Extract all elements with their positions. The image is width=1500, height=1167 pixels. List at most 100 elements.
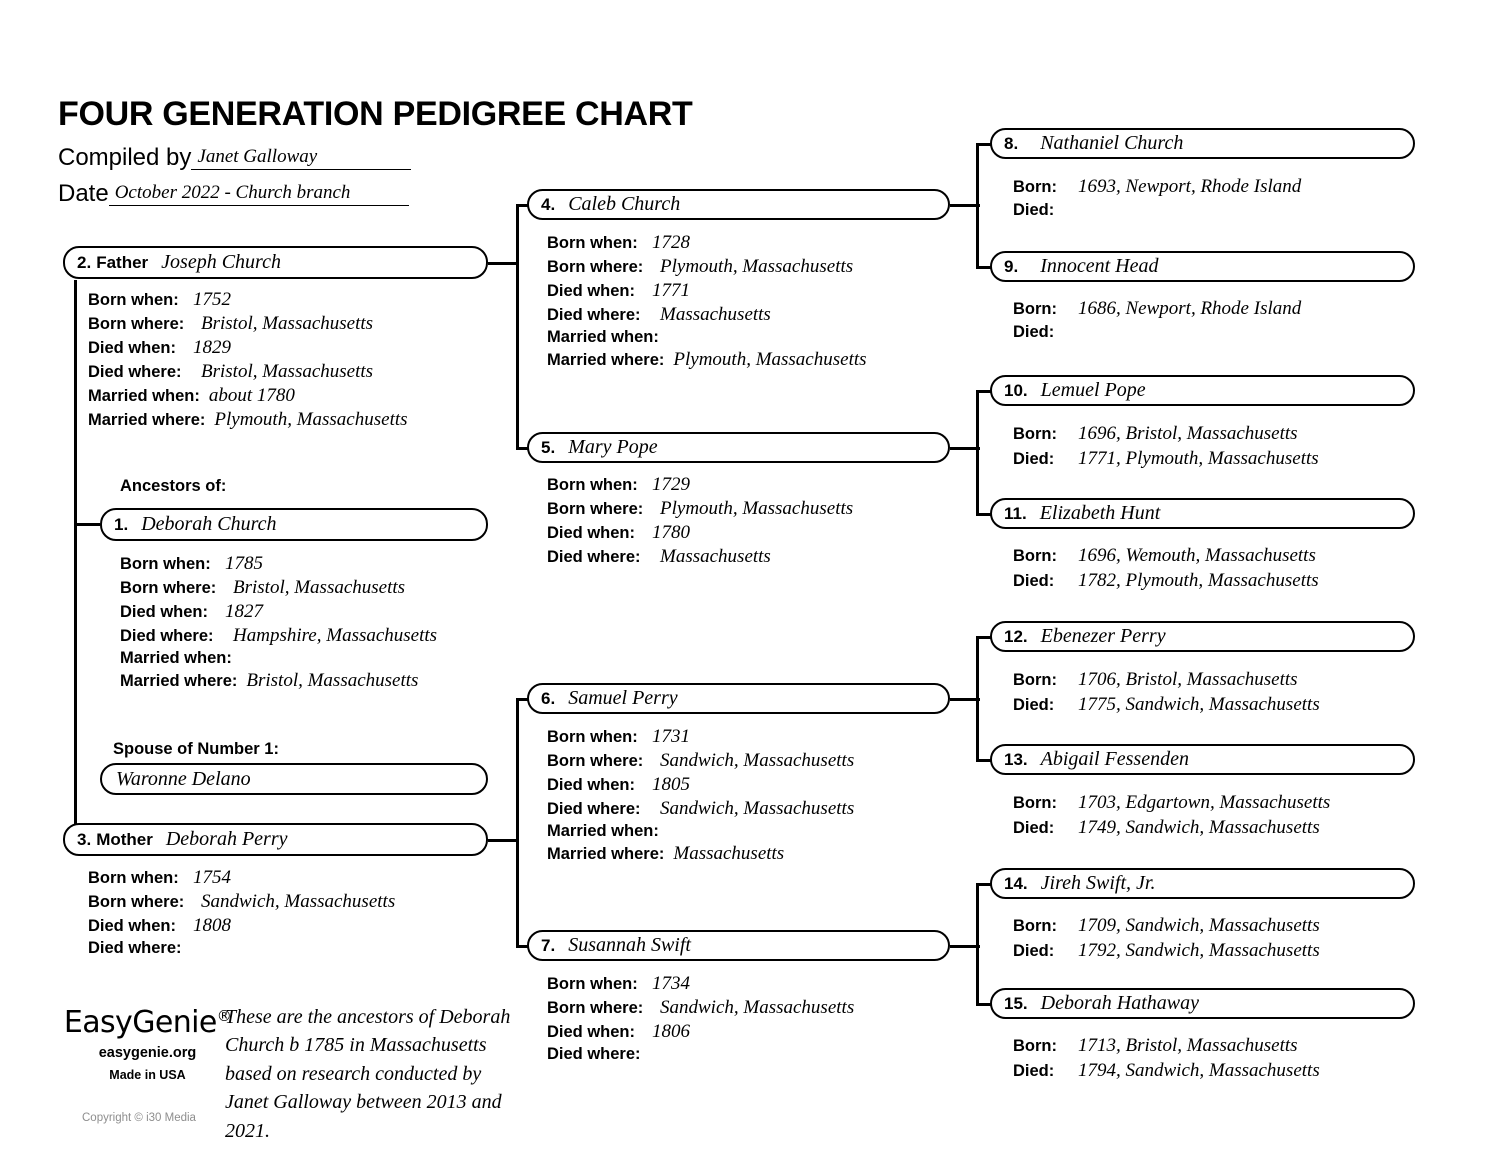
person-11-born[interactable]: 1696, Wemouth, Massachusetts xyxy=(1078,545,1316,566)
person-6-married-where[interactable]: Massachusetts xyxy=(673,843,785,864)
person-9-name: Innocent Head xyxy=(1040,255,1159,277)
person-box-4[interactable]: 4. Caleb Church xyxy=(527,189,950,220)
page-title: FOUR GENERATION PEDIGREE CHART xyxy=(58,95,693,133)
connector-3-to-7 xyxy=(516,945,534,948)
field-born-when: Born when: 1729 xyxy=(547,474,690,495)
person-6-died-where[interactable]: Sandwich, Massachusetts xyxy=(660,798,855,819)
person-5-born-when[interactable]: 1729 xyxy=(652,474,690,495)
field-married-where: Married where: Massachusetts xyxy=(547,843,785,864)
person-3-died-when[interactable]: 1808 xyxy=(193,915,231,936)
person-15-died[interactable]: 1794, Sandwich, Massachusetts xyxy=(1078,1060,1320,1081)
person-box-12[interactable]: 12. Ebenezer Perry xyxy=(990,621,1415,652)
brand-website: easygenie.org xyxy=(98,1045,197,1061)
person-11-fields: Born: 1696, Wemouth, Massachusetts Died:… xyxy=(1013,545,1319,595)
person-box-13[interactable]: 13. Abigail Fessenden xyxy=(990,744,1415,775)
person-8-name: Nathaniel Church xyxy=(1040,132,1184,154)
person-box-2[interactable]: 2. Father Joseph Church xyxy=(63,246,488,279)
connector-4-to-9 xyxy=(976,266,994,269)
person-4-died-when[interactable]: 1771 xyxy=(652,280,690,301)
date-field[interactable]: October 2022 - Church branch xyxy=(108,182,409,206)
connector-7-to-15 xyxy=(976,1003,994,1006)
person-7-born-when[interactable]: 1734 xyxy=(652,973,690,994)
person-7-died-when[interactable]: 1806 xyxy=(652,1021,690,1042)
person-2-died-when[interactable]: 1829 xyxy=(193,337,231,358)
person-6-died-when[interactable]: 1805 xyxy=(652,774,690,795)
spouse-box-1[interactable]: Waronne Delano xyxy=(100,763,488,795)
person-1-name: Deborah Church xyxy=(141,513,277,535)
connector-4-to-8 xyxy=(976,143,994,146)
person-6-born-where[interactable]: Sandwich, Massachusetts xyxy=(660,750,855,771)
person-box-11[interactable]: 11. Elizabeth Hunt xyxy=(990,498,1415,529)
person-5-died-when[interactable]: 1780 xyxy=(652,522,690,543)
field-married-when: Married when: about 1780 xyxy=(88,385,295,406)
person-9-number: 9. xyxy=(1004,256,1019,276)
field-born-when: Born when: 1728 xyxy=(547,232,690,253)
person-box-8[interactable]: 8. Nathaniel Church xyxy=(990,128,1415,159)
person-box-6[interactable]: 6. Samuel Perry xyxy=(527,683,950,714)
person-box-7[interactable]: 7. Susannah Swift xyxy=(527,930,950,961)
person-4-died-where[interactable]: Massachusetts xyxy=(660,304,771,325)
person-3-born-when[interactable]: 1754 xyxy=(193,867,231,888)
person-5-born-where[interactable]: Plymouth, Massachusetts xyxy=(660,498,854,519)
person-1-died-where[interactable]: Hampshire, Massachusetts xyxy=(233,625,438,646)
person-box-15[interactable]: 15. Deborah Hathaway xyxy=(990,988,1415,1019)
person-7-born-where[interactable]: Sandwich, Massachusetts xyxy=(660,997,855,1018)
person-4-born-when[interactable]: 1728 xyxy=(652,232,690,253)
spouse-1-name: Waronne Delano xyxy=(116,767,251,790)
connector-1-stub xyxy=(74,523,100,526)
person-box-9[interactable]: 9. Innocent Head xyxy=(990,251,1415,282)
person-5-number: 5. xyxy=(541,437,556,457)
person-11-died[interactable]: 1782, Plymouth, Massachusetts xyxy=(1078,570,1319,591)
person-box-10[interactable]: 10. Lemuel Pope xyxy=(990,375,1415,406)
person-8-born[interactable]: 1693, Newport, Rhode Island xyxy=(1078,176,1302,197)
person-1-married-where[interactable]: Bristol, Massachusetts xyxy=(246,670,419,691)
person-13-died[interactable]: 1749, Sandwich, Massachusetts xyxy=(1078,817,1320,838)
person-7-fields: Born when: 1734 Born where: Sandwich, Ma… xyxy=(547,973,854,1066)
field-died-where: Died where: xyxy=(547,1045,641,1063)
person-3-name: Deborah Perry xyxy=(165,828,288,850)
connector-6-to-12 xyxy=(976,636,994,639)
field-born: Born: 1693, Newport, Rhode Island xyxy=(1013,176,1302,197)
person-2-married-when[interactable]: about 1780 xyxy=(208,385,295,406)
person-1-died-when[interactable]: 1827 xyxy=(225,601,263,622)
person-14-born[interactable]: 1709, Sandwich, Massachusetts xyxy=(1078,915,1320,936)
person-box-1[interactable]: 1. Deborah Church xyxy=(100,508,488,541)
person-6-number: 6. xyxy=(541,688,556,708)
person-2-born-where[interactable]: Bristol, Massachusetts xyxy=(201,313,374,334)
compiled-by-field[interactable]: Janet Galloway xyxy=(191,146,412,170)
person-13-born[interactable]: 1703, Edgartown, Massachusetts xyxy=(1078,792,1331,813)
person-3-role: Mother xyxy=(96,829,153,849)
field-born: Born: 1686, Newport, Rhode Island xyxy=(1013,298,1302,319)
person-2-born-when[interactable]: 1752 xyxy=(193,289,231,310)
person-12-fields: Born: 1706, Bristol, Massachusetts Died:… xyxy=(1013,669,1320,719)
person-10-died[interactable]: 1771, Plymouth, Massachusetts xyxy=(1078,448,1319,469)
person-7-number: 7. xyxy=(541,935,556,955)
person-2-married-where[interactable]: Plymouth, Massachusetts xyxy=(214,409,408,430)
person-9-born[interactable]: 1686, Newport, Rhode Island xyxy=(1078,298,1302,319)
connector-7-spine xyxy=(976,883,979,1003)
person-box-5[interactable]: 5. Mary Pope xyxy=(527,432,950,463)
field-born-when: Born when: 1754 xyxy=(88,867,231,888)
person-10-born[interactable]: 1696, Bristol, Massachusetts xyxy=(1078,423,1298,444)
person-8-number: 8. xyxy=(1004,133,1019,153)
field-died: Died: 1794, Sandwich, Massachusetts xyxy=(1013,1060,1320,1081)
person-14-died[interactable]: 1792, Sandwich, Massachusetts xyxy=(1078,940,1320,961)
person-5-died-where[interactable]: Massachusetts xyxy=(660,546,771,567)
person-2-died-where[interactable]: Bristol, Massachusetts xyxy=(201,361,374,382)
person-1-born-when[interactable]: 1785 xyxy=(225,553,263,574)
field-born: Born: 1709, Sandwich, Massachusetts xyxy=(1013,915,1320,936)
person-12-died[interactable]: 1775, Sandwich, Massachusetts xyxy=(1078,694,1320,715)
person-box-3[interactable]: 3. Mother Deborah Perry xyxy=(63,823,488,856)
person-3-born-where[interactable]: Sandwich, Massachusetts xyxy=(201,891,396,912)
person-1-born-where[interactable]: Bristol, Massachusetts xyxy=(233,577,406,598)
person-15-born[interactable]: 1713, Bristol, Massachusetts xyxy=(1078,1035,1298,1056)
field-married-when: Married when: xyxy=(120,649,232,667)
person-4-married-where[interactable]: Plymouth, Massachusetts xyxy=(673,349,867,370)
person-12-born[interactable]: 1706, Bristol, Massachusetts xyxy=(1078,669,1298,690)
person-4-born-where[interactable]: Plymouth, Massachusetts xyxy=(660,256,854,277)
person-6-born-when[interactable]: 1731 xyxy=(652,726,690,747)
person-14-name: Jireh Swift, Jr. xyxy=(1040,872,1156,894)
person-box-14[interactable]: 14. Jireh Swift, Jr. xyxy=(990,868,1415,899)
connector-5-to-11 xyxy=(976,513,994,516)
